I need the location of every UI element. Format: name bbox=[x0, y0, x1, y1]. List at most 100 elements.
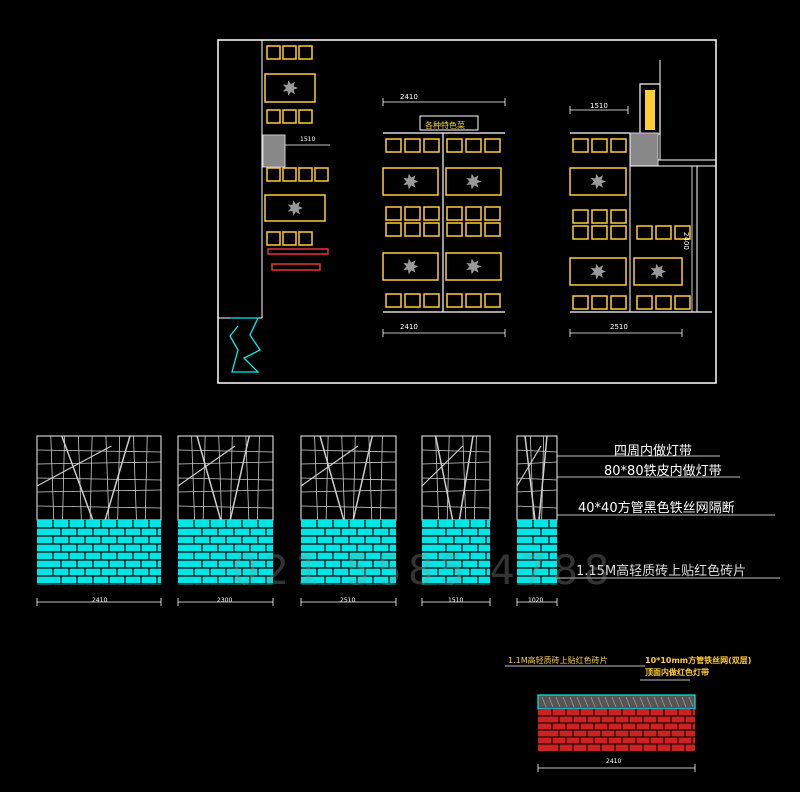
mesh-line bbox=[177, 505, 274, 509]
mesh-brace bbox=[434, 435, 454, 521]
section-hatch bbox=[646, 696, 652, 708]
window-square bbox=[465, 138, 482, 153]
mesh-brace bbox=[104, 435, 131, 521]
section-hatch bbox=[583, 696, 589, 708]
section-hatch bbox=[618, 696, 624, 708]
mesh-line bbox=[300, 505, 397, 509]
concrete-block bbox=[262, 134, 286, 168]
window-square bbox=[591, 138, 608, 153]
section-hatch bbox=[555, 696, 561, 708]
window-square bbox=[298, 109, 313, 124]
mesh-line bbox=[202, 435, 206, 521]
window-square bbox=[636, 225, 653, 240]
mesh-line bbox=[36, 461, 162, 465]
window-square bbox=[404, 138, 421, 153]
section-hatch bbox=[688, 696, 694, 708]
mesh-line bbox=[177, 449, 274, 453]
section-hatch bbox=[604, 696, 610, 708]
window-square bbox=[484, 138, 501, 153]
section-hatch bbox=[611, 696, 617, 708]
window-square bbox=[636, 295, 653, 310]
section-hatch bbox=[653, 696, 659, 708]
elevations-group bbox=[218, 40, 716, 373]
partition-4 bbox=[421, 435, 491, 606]
section-hatch bbox=[541, 696, 547, 708]
window-square bbox=[266, 45, 281, 60]
splash-graphic bbox=[466, 258, 482, 275]
partition-3-width: 2510 bbox=[340, 597, 356, 604]
center-sign-text: 各种特色菜 bbox=[425, 121, 465, 130]
mesh-line bbox=[516, 461, 558, 465]
window-square bbox=[674, 225, 691, 240]
section-hatch bbox=[639, 696, 645, 708]
mesh-line bbox=[300, 461, 397, 465]
window-square bbox=[298, 45, 313, 60]
mesh-line bbox=[62, 435, 65, 521]
cyan-stair-symbol bbox=[229, 317, 261, 373]
section-label-right-2: 顶面内做红色灯带 bbox=[645, 668, 709, 677]
splash-graphic bbox=[287, 200, 303, 216]
mesh-line bbox=[421, 449, 491, 453]
mesh-brace bbox=[36, 445, 112, 487]
section-label-right-1: 10*10mm方管铁丝网(双层) bbox=[645, 656, 752, 665]
annotation-mesh: 40*40方管黑色铁丝网隔断 bbox=[578, 501, 735, 516]
red-strip bbox=[271, 263, 321, 271]
mesh-line bbox=[218, 435, 223, 521]
annotation-brick: 1.15M高轻质砖上贴红色砖片 bbox=[576, 564, 747, 579]
center-panel bbox=[382, 252, 439, 281]
right-panel bbox=[633, 257, 683, 286]
section-hatch bbox=[681, 696, 687, 708]
section-hatch bbox=[590, 696, 596, 708]
mesh-brace bbox=[229, 435, 250, 521]
section-hatch bbox=[660, 696, 666, 708]
splash-graphic bbox=[282, 80, 298, 96]
window-square bbox=[484, 222, 501, 237]
watermark: 021 5585 4788 bbox=[232, 548, 616, 594]
section-hatch bbox=[625, 696, 631, 708]
mesh-line bbox=[380, 435, 383, 521]
window-square bbox=[446, 138, 463, 153]
window-square bbox=[385, 293, 402, 308]
mesh-line bbox=[89, 435, 93, 521]
window-square bbox=[404, 206, 421, 221]
mesh-line bbox=[516, 449, 558, 453]
mesh-brace bbox=[524, 435, 536, 521]
center-panel bbox=[382, 167, 439, 196]
window-square bbox=[591, 295, 608, 310]
mesh-line bbox=[300, 477, 397, 481]
mesh-line bbox=[421, 461, 491, 465]
window-square bbox=[423, 222, 440, 237]
center-panel bbox=[445, 252, 502, 281]
section-group bbox=[505, 665, 696, 772]
annotation-light-strip: 四周内做灯带 bbox=[614, 444, 693, 459]
window-square bbox=[572, 225, 589, 240]
window-square bbox=[423, 138, 440, 153]
partitions-group bbox=[36, 435, 780, 606]
window-square bbox=[572, 209, 589, 224]
window-square bbox=[465, 206, 482, 221]
window-square bbox=[385, 206, 402, 221]
right-top-dimension: 1510 bbox=[590, 102, 608, 110]
section-hatch bbox=[569, 696, 575, 708]
section-hatch bbox=[632, 696, 638, 708]
window-square bbox=[404, 293, 421, 308]
window-square bbox=[282, 45, 297, 60]
left-panel bbox=[264, 194, 326, 222]
window-square bbox=[385, 222, 402, 237]
mesh-brace bbox=[458, 435, 474, 521]
window-square bbox=[298, 167, 313, 182]
mesh-line bbox=[474, 435, 477, 521]
mesh-line bbox=[421, 477, 491, 481]
mesh-line bbox=[435, 435, 439, 521]
mesh-line bbox=[117, 435, 121, 521]
partition-3 bbox=[300, 435, 397, 606]
window-square bbox=[404, 222, 421, 237]
mesh-brace bbox=[61, 435, 94, 521]
mesh-brace bbox=[516, 445, 542, 487]
mesh-line bbox=[325, 435, 329, 521]
section-label-left: 1.1M高轻质砖上贴红色砖片 bbox=[508, 656, 608, 665]
window-square bbox=[484, 293, 501, 308]
window-square bbox=[610, 138, 627, 153]
mesh-line bbox=[300, 449, 397, 453]
